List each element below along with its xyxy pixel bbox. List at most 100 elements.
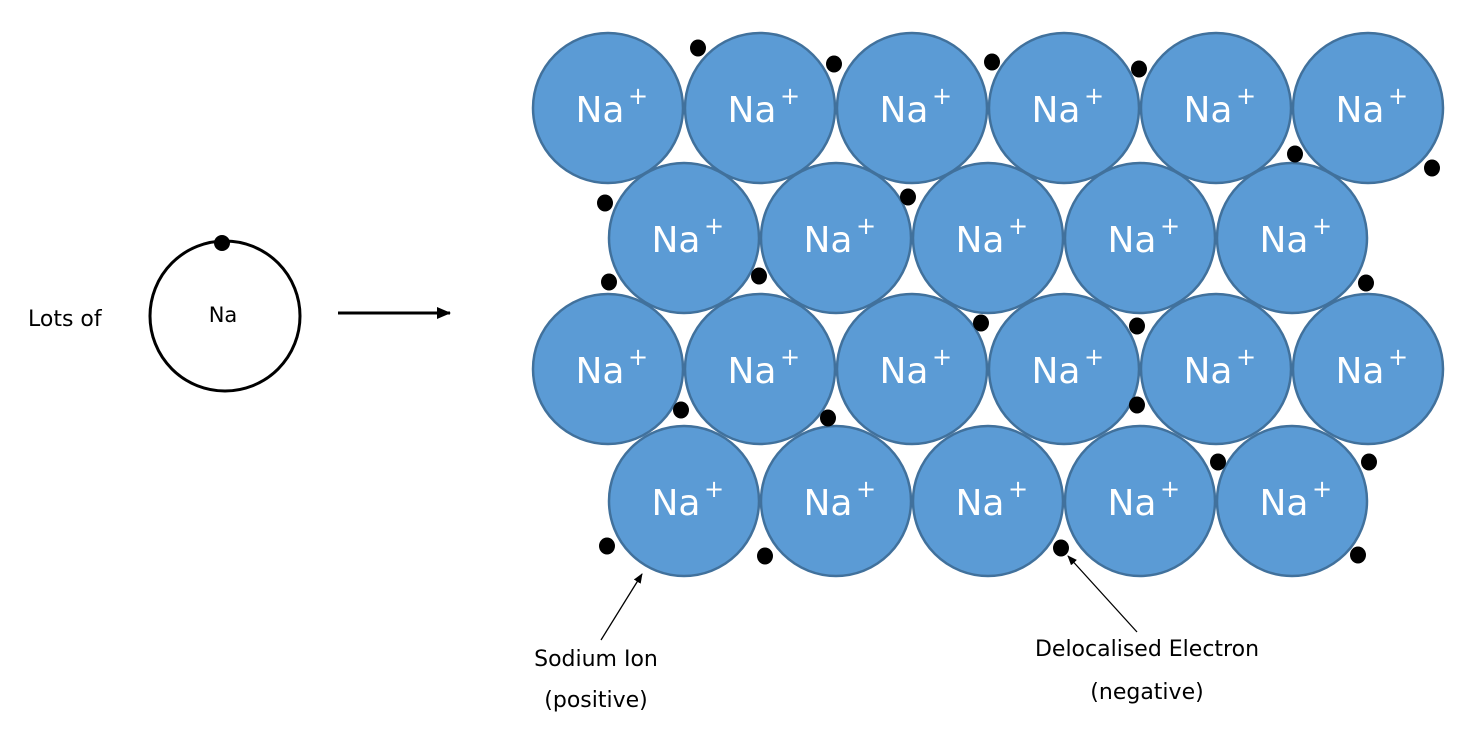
- delocalised-electron: [1424, 159, 1440, 177]
- sodium-ion-label: Na: [728, 90, 777, 131]
- electron-label: Delocalised Electron: [1035, 637, 1259, 662]
- sodium-ion: Na+: [911, 161, 1065, 315]
- sodium-ion: Na+: [1139, 292, 1293, 446]
- sodium-ion: Na+: [1063, 161, 1217, 315]
- lots-of-label: Lots of: [28, 307, 103, 332]
- sodium-ion-label: Na: [1108, 483, 1157, 524]
- ion-charge-superscript: +: [628, 343, 648, 371]
- delocalised-electron: [1350, 546, 1366, 564]
- sodium-ion: Na+: [987, 31, 1141, 185]
- delocalised-electron: [673, 401, 689, 419]
- sodium-ion-circle: [1063, 424, 1217, 578]
- ion-charge-superscript: +: [1008, 212, 1028, 240]
- sodium-ion-circle: [607, 161, 761, 315]
- sodium-ion-label: Na: [652, 220, 701, 261]
- delocalised-electron: [820, 409, 836, 427]
- sodium-ion-label: Na: [1336, 351, 1385, 392]
- delocalised-electron: [1053, 539, 1069, 557]
- sodium-ion-label: Na: [576, 351, 625, 392]
- ion-charge-superscript: +: [1388, 343, 1408, 371]
- sodium-ion-circle: [1215, 424, 1369, 578]
- ion-charge-superscript: +: [1160, 212, 1180, 240]
- delocalised-electron: [984, 53, 1000, 71]
- sodium-ion-circle: [683, 292, 837, 446]
- sodium-ion-label: Na: [956, 220, 1005, 261]
- sodium-ion-label: Sodium Ion: [534, 647, 658, 672]
- sodium-ion-label: Na: [804, 483, 853, 524]
- sodium-ion-circle: [759, 424, 913, 578]
- electron-annotation: Delocalised Electron (negative): [1035, 555, 1259, 705]
- sodium-ion-label: Na: [880, 351, 929, 392]
- sodium-ion-circle: [911, 161, 1065, 315]
- delocalised-electron: [599, 537, 615, 555]
- ion-charge-superscript: +: [932, 82, 952, 110]
- electron-sea: [597, 39, 1440, 565]
- sodium-ion-annotation: Sodium Ion (positive): [534, 573, 658, 713]
- delocalised-electron: [1361, 453, 1377, 471]
- sodium-ion-label: Na: [1260, 220, 1309, 261]
- ion-charge-superscript: +: [1388, 82, 1408, 110]
- sodium-ion: Na+: [835, 31, 989, 185]
- delocalised-electron: [900, 188, 916, 206]
- delocalised-electron: [757, 547, 773, 565]
- delocalised-electron: [597, 194, 613, 212]
- delocalised-electron: [601, 273, 617, 291]
- ion-charge-superscript: +: [1236, 82, 1256, 110]
- sodium-ion: Na+: [987, 292, 1141, 446]
- sodium-ion-label: Na: [1108, 220, 1157, 261]
- sodium-ion-circle: [1139, 292, 1293, 446]
- sodium-ion-label: Na: [652, 483, 701, 524]
- ion-charge-superscript: +: [1084, 343, 1104, 371]
- sodium-ion-circle: [1291, 31, 1445, 185]
- sodium-ion: Na+: [759, 424, 913, 578]
- sodium-ion: Na+: [607, 424, 761, 578]
- sodium-atom-label: Na: [209, 303, 238, 327]
- ion-charge-superscript: +: [704, 475, 724, 503]
- sodium-ion-label: Na: [1032, 90, 1081, 131]
- electron-pointer-arrow: [1067, 555, 1138, 633]
- delocalised-electron: [1358, 274, 1374, 292]
- delocalised-electron: [973, 314, 989, 332]
- sodium-ion-label: Na: [1184, 90, 1233, 131]
- sodium-ion-pointer-arrow: [600, 573, 643, 641]
- sodium-ion-label: Na: [576, 90, 625, 131]
- sodium-ion-circle: [835, 31, 989, 185]
- delocalised-electron: [1129, 396, 1145, 414]
- delocalised-electron: [751, 267, 767, 285]
- sodium-ion-circle: [759, 161, 913, 315]
- delocalised-electron: [1287, 145, 1303, 163]
- sodium-ion-circle: [987, 292, 1141, 446]
- sodium-ion-label: Na: [804, 220, 853, 261]
- sodium-ion-label: Na: [1260, 483, 1309, 524]
- sodium-ion: Na+: [1215, 424, 1369, 578]
- sodium-ion: Na+: [607, 161, 761, 315]
- sodium-ion-circle: [1291, 292, 1445, 446]
- ion-charge-superscript: +: [856, 475, 876, 503]
- delocalised-electron: [690, 39, 706, 57]
- ion-charge-superscript: +: [1312, 212, 1332, 240]
- sodium-ion-circle: [1215, 161, 1369, 315]
- ion-charge-superscript: +: [1236, 343, 1256, 371]
- sodium-ion: Na+: [1291, 292, 1445, 446]
- sodium-ion: Na+: [1139, 31, 1293, 185]
- sodium-ion: Na+: [911, 424, 1065, 578]
- sodium-ion-circle: [1063, 161, 1217, 315]
- sodium-ion-charge-label: (positive): [544, 688, 647, 713]
- sodium-ion-circle: [683, 31, 837, 185]
- ion-charge-superscript: +: [628, 82, 648, 110]
- sodium-ion-circle: [835, 292, 989, 446]
- sodium-ion-label: Na: [956, 483, 1005, 524]
- ion-charge-superscript: +: [704, 212, 724, 240]
- ion-charge-superscript: +: [932, 343, 952, 371]
- ion-charge-superscript: +: [780, 343, 800, 371]
- delocalised-electron: [1129, 317, 1145, 335]
- sodium-ion-label: Na: [880, 90, 929, 131]
- sodium-ion-label: Na: [728, 351, 777, 392]
- sodium-ion: Na+: [531, 292, 685, 446]
- sodium-ion-label: Na: [1184, 351, 1233, 392]
- sodium-ion: Na+: [683, 31, 837, 185]
- sodium-ion: Na+: [1291, 31, 1445, 185]
- sodium-ion-label: Na: [1336, 90, 1385, 131]
- ion-charge-superscript: +: [1008, 475, 1028, 503]
